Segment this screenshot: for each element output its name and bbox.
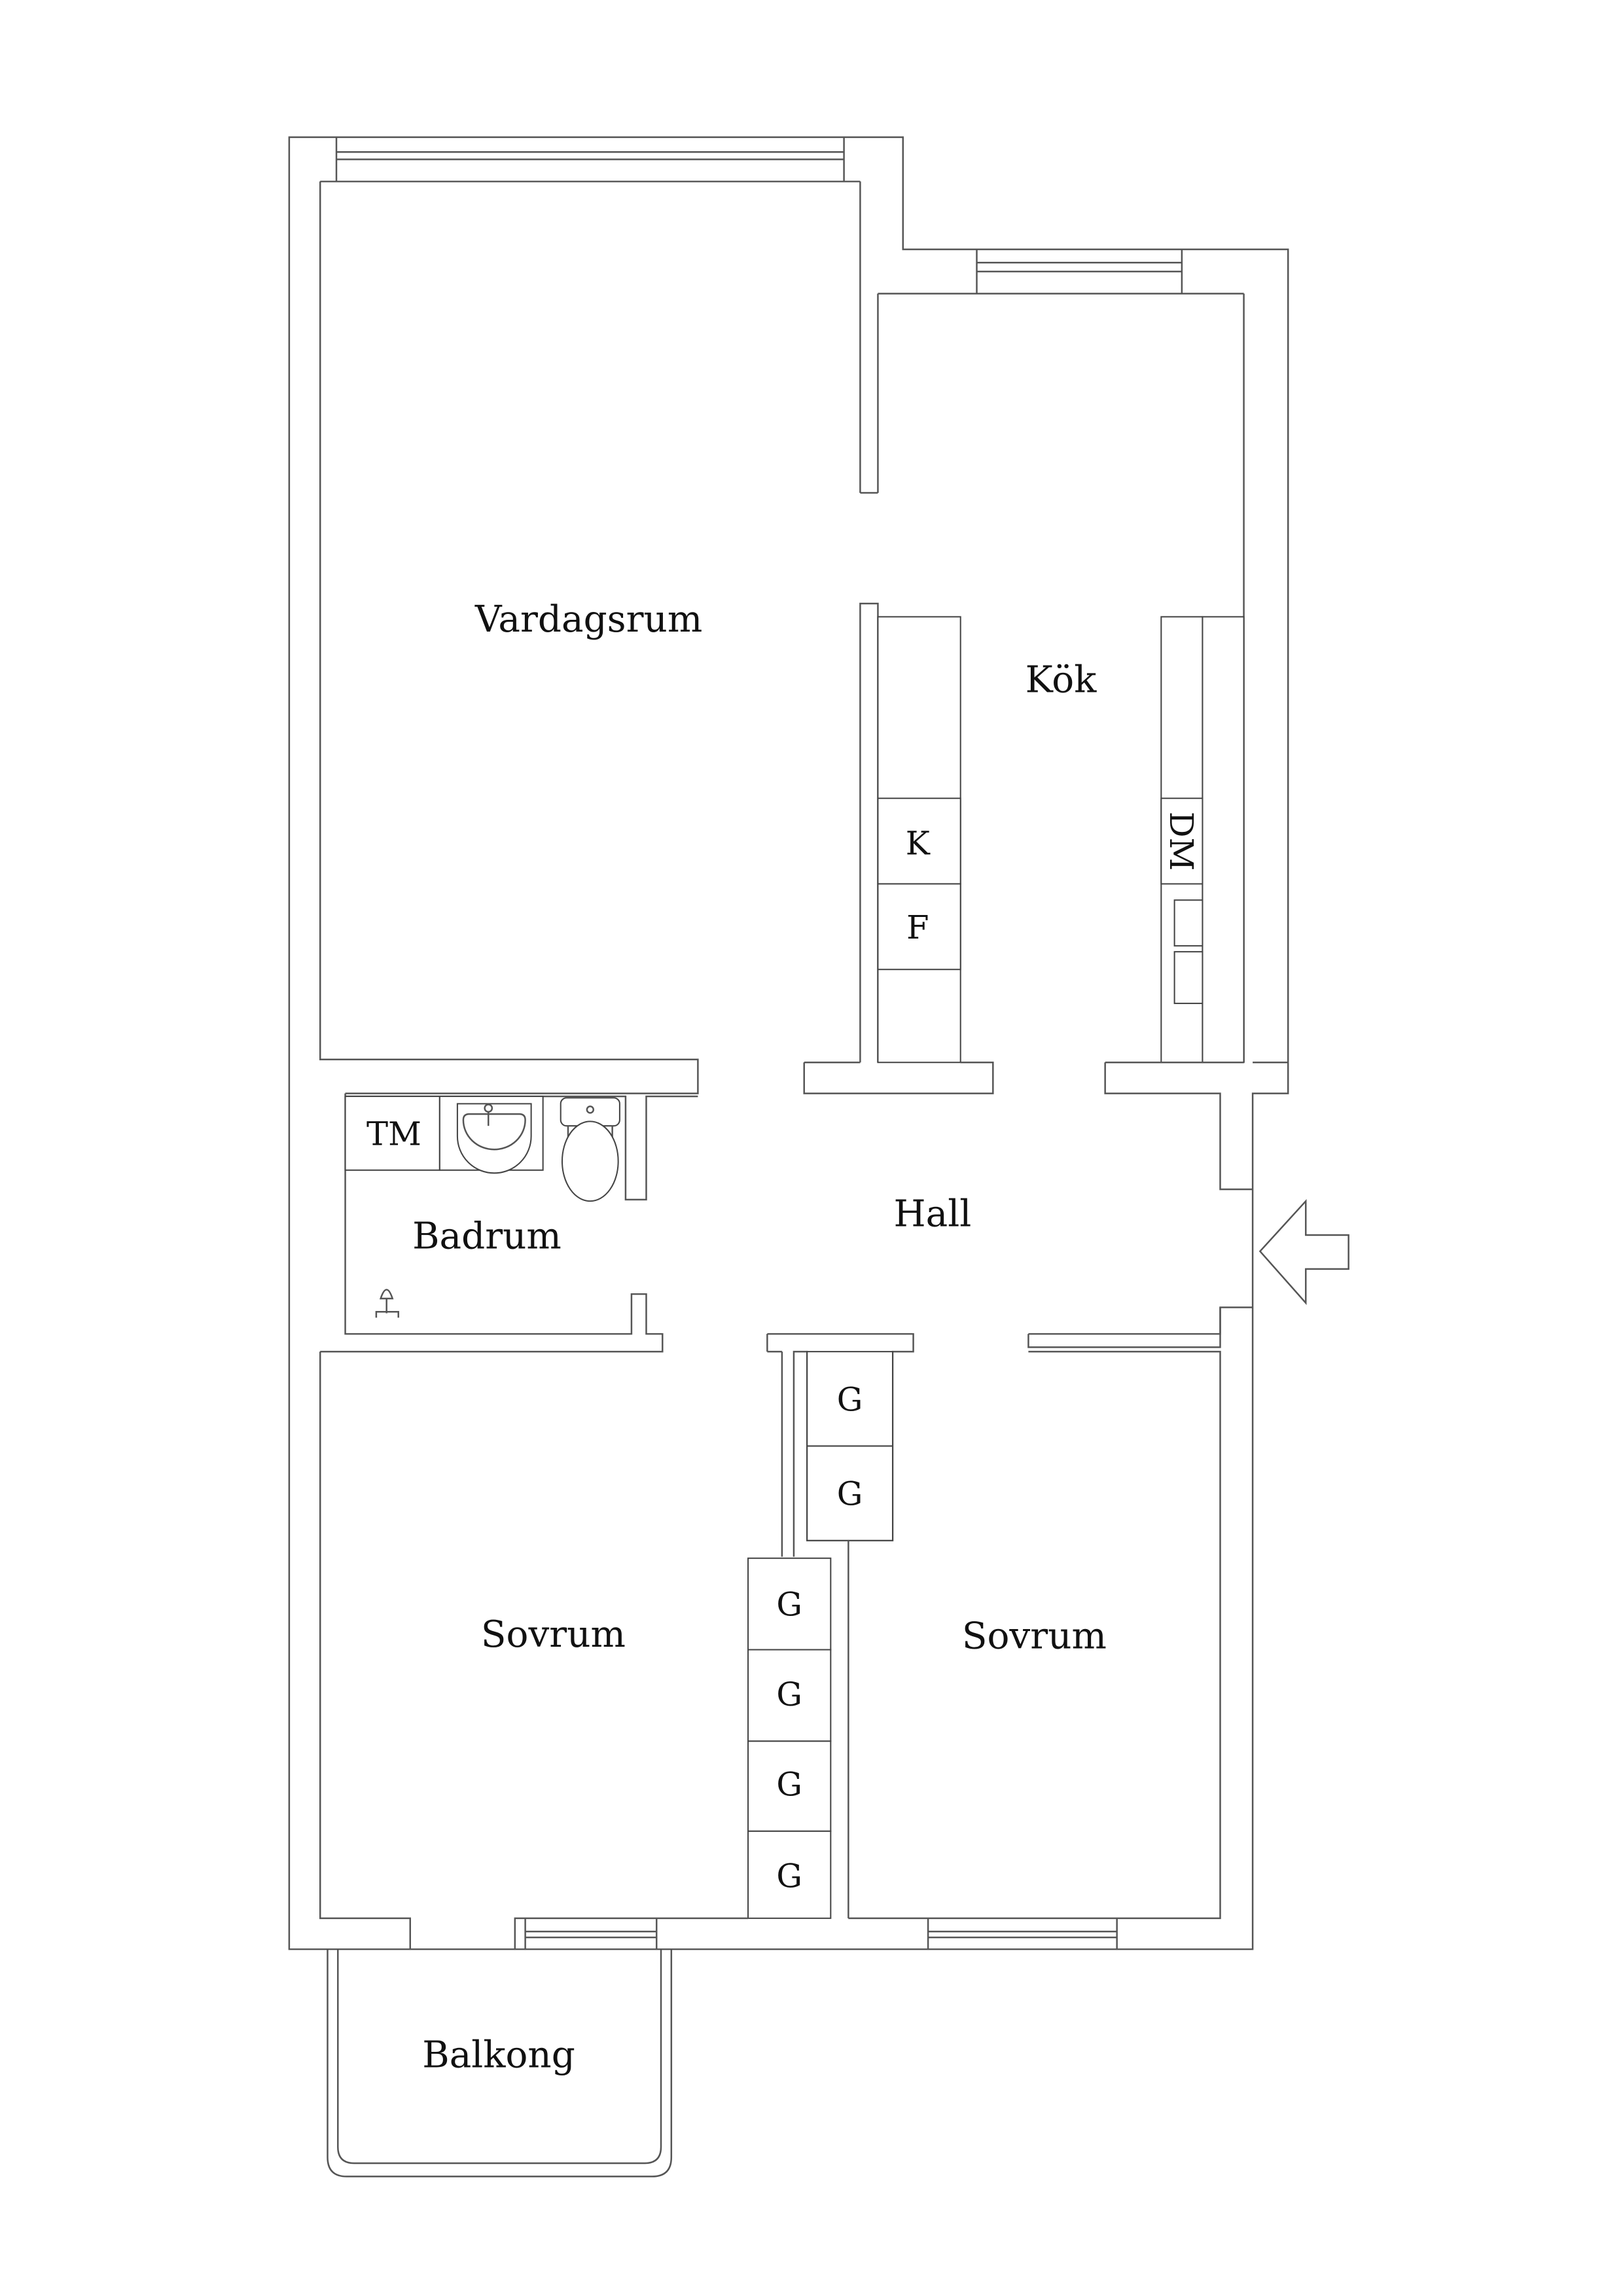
- room-label-sovrum-left: Sovrum: [481, 1613, 626, 1656]
- wardrobe-cell: [806, 1445, 894, 1541]
- window-kitchen: [976, 249, 1183, 294]
- wardrobe-cell: [747, 1830, 832, 1919]
- window-living-room: [335, 137, 845, 182]
- room-label-balkong: Balkong: [422, 2034, 575, 2077]
- sink-basin-2: [1173, 951, 1204, 1005]
- wardrobe-cell: [747, 1740, 832, 1832]
- room-label-hall: Hall: [893, 1193, 971, 1235]
- stove-label: K: [906, 824, 931, 862]
- wardrobe-label: G: [837, 1380, 863, 1418]
- washbasin-icon: [456, 1103, 532, 1174]
- bedroom-walls: [319, 1350, 1221, 1950]
- window-bedroom-right: [927, 1918, 1118, 1950]
- fridge-cell: [877, 883, 961, 971]
- shower-icon: [375, 1289, 399, 1318]
- toilet-icon: [560, 1097, 620, 1202]
- dishwasher-label: DM: [1162, 812, 1200, 871]
- wardrobe-label: G: [776, 1766, 802, 1804]
- wardrobe-cell: [747, 1649, 832, 1742]
- wardrobe-label: G: [776, 1586, 802, 1624]
- fridge-label: F: [906, 908, 929, 946]
- arrow-left-icon: [1258, 1198, 1349, 1305]
- balcony: [327, 1949, 673, 2178]
- room-label-sovrum-right: Sovrum: [962, 1615, 1107, 1657]
- room-label-badrum: Badrum: [412, 1215, 562, 1257]
- wardrobes: [747, 1333, 914, 1919]
- sink-basin-1: [1173, 899, 1204, 947]
- room-label-kok: Kök: [1026, 658, 1097, 701]
- window-bedroom-left: [524, 1918, 658, 1950]
- kitchen-counter-right: [1104, 616, 1289, 1191]
- wardrobe-label: G: [776, 1676, 802, 1713]
- entrance: [1027, 1198, 1349, 1348]
- wardrobe-label: G: [837, 1475, 863, 1513]
- dishwasher-cell: [1160, 797, 1204, 885]
- washing-machine-label: TM: [366, 1115, 421, 1153]
- kitchen-counter-left: [803, 602, 994, 1094]
- wardrobe-cell: [806, 1351, 894, 1447]
- wardrobe-cell: [747, 1557, 832, 1651]
- room-label-vardagsrum: Vardagsrum: [474, 598, 702, 641]
- wardrobe-label: G: [776, 1857, 802, 1895]
- outer-walls: [288, 136, 1289, 1950]
- washing-machine-cell: [344, 1096, 440, 1171]
- bathroom: [320, 1093, 698, 1353]
